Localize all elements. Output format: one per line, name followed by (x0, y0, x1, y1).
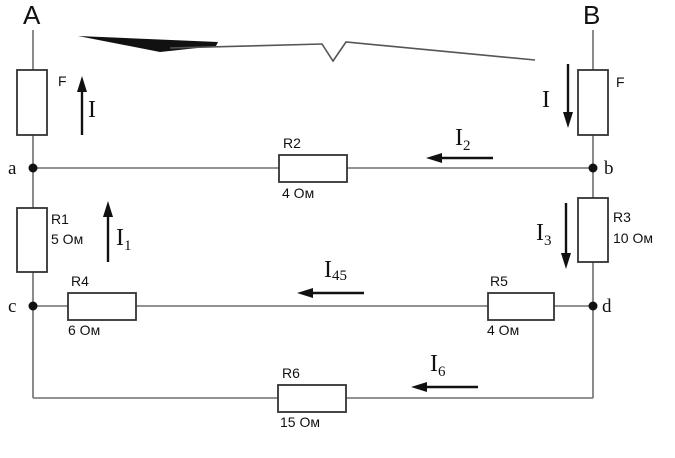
node-c-dot (28, 301, 38, 311)
terminal-a-label: A (23, 0, 41, 30)
r1-value: 5 Ом (51, 231, 83, 247)
current-i6-label: I6 (430, 351, 446, 380)
resistor-r5: R5 4 Ом (487, 273, 555, 338)
current-i-right-label: I (542, 87, 550, 113)
current-i2-label: I2 (455, 125, 471, 154)
r3-name: R3 (613, 209, 631, 225)
r4-value: 6 Ом (68, 322, 100, 338)
resistor-r1: R1 5 Ом (16, 207, 83, 273)
r2-name: R2 (283, 135, 301, 151)
node-a-dot (28, 163, 38, 173)
wires (32, 30, 594, 399)
current-i3-label: I3 (536, 220, 552, 249)
node-b-dot (588, 163, 598, 173)
r2-value: 4 Ом (282, 185, 314, 201)
arrow-i2-left-icon (426, 153, 493, 163)
resistor-r6: R6 15 Ом (277, 365, 347, 430)
current-i-left-label: I (88, 97, 96, 123)
resistor-r2: R2 4 Ом (278, 135, 348, 201)
r5-name: R5 (490, 273, 508, 289)
fuse-left: F (16, 69, 67, 136)
node-d-label: d (602, 296, 612, 317)
resistor-r4: R4 6 Ом (67, 273, 137, 338)
short-circuit-lightning-icon (78, 36, 536, 63)
node-a-label: a (8, 158, 17, 179)
r6-name: R6 (282, 365, 300, 381)
current-i1-label: I1 (116, 225, 132, 254)
arrow-i6-left-icon (411, 382, 478, 392)
node-d-dot (588, 301, 598, 311)
fuse-right: F (577, 69, 625, 136)
r1-name: R1 (51, 211, 69, 227)
r4-name: R4 (71, 273, 89, 289)
arrow-i-right-down-icon (563, 64, 573, 128)
resistor-r3: R3 10 Ом (577, 197, 653, 263)
r3-value: 10 Ом (613, 230, 653, 246)
r5-value: 4 Ом (487, 322, 519, 338)
arrow-i1-up-icon (103, 201, 113, 262)
arrow-i45-left-icon (297, 288, 364, 298)
fuse-left-label: F (58, 73, 67, 89)
arrow-i3-down-icon (561, 203, 571, 269)
node-b-label: b (604, 158, 614, 179)
node-c-label: c (8, 296, 16, 317)
arrow-i-left-up-icon (77, 76, 87, 135)
current-i45-label: I45 (324, 257, 347, 284)
terminal-b-label: B (583, 0, 600, 30)
r6-value: 15 Ом (280, 414, 320, 430)
fuse-right-label: F (616, 74, 625, 90)
